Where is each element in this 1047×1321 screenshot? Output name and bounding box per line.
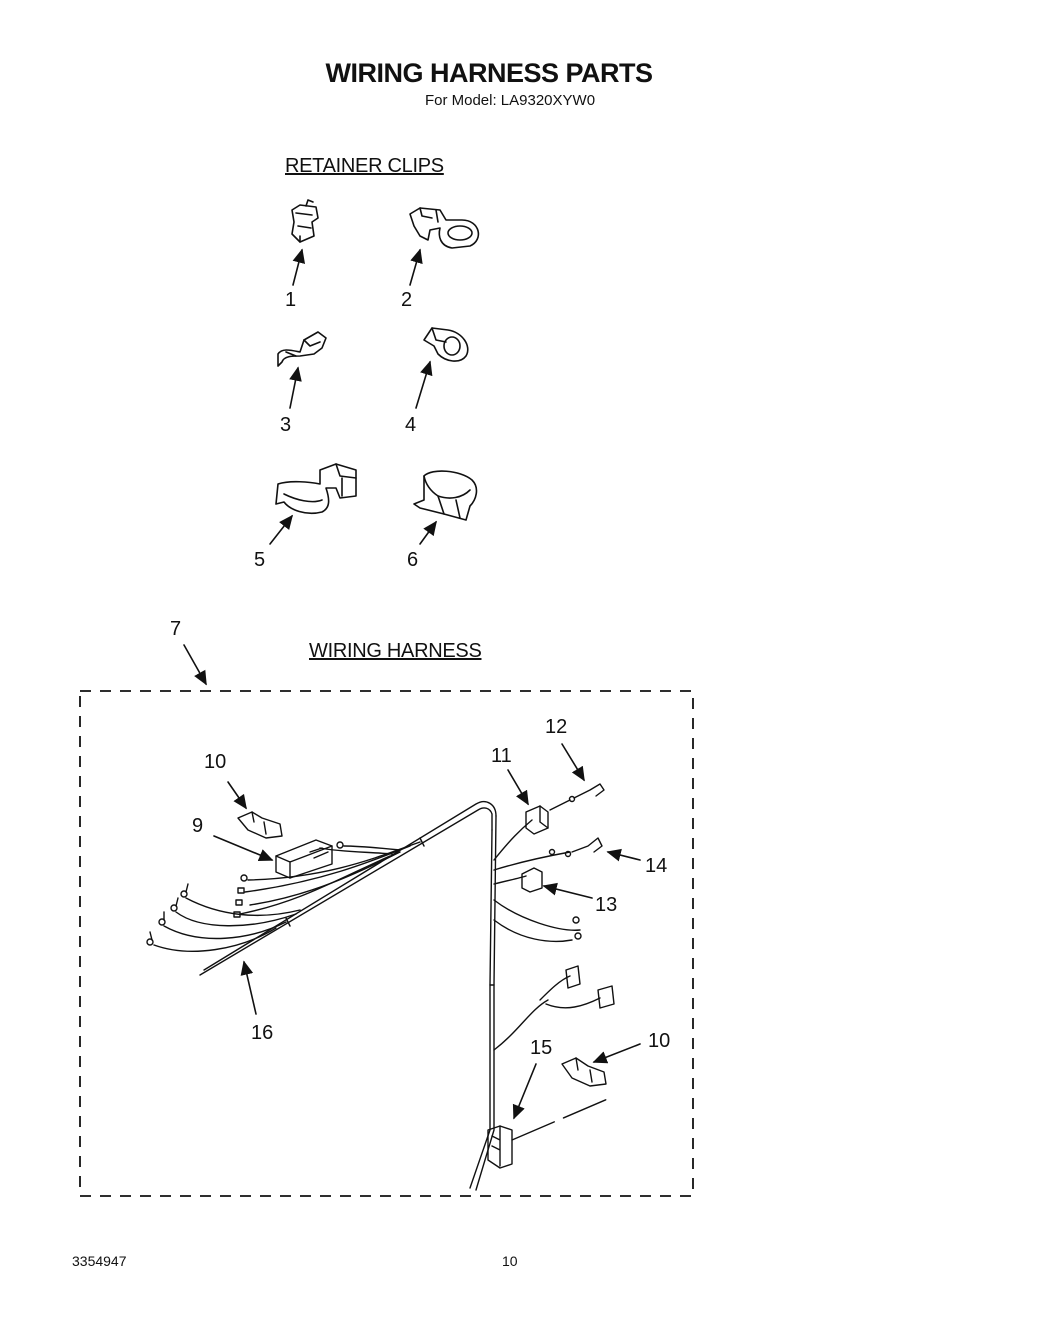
document-number: 3354947 (72, 1253, 127, 1269)
arrow-7 (184, 645, 206, 686)
callout-6: 6 (407, 549, 419, 571)
harness-dashed-border (80, 691, 693, 1196)
arrow-3 (290, 366, 302, 408)
arrow-1 (293, 248, 306, 285)
callout-11: 11 (491, 745, 512, 767)
callout-13: 13 (595, 894, 618, 916)
callout-3: 3 (280, 414, 292, 436)
callout-5: 5 (254, 549, 266, 571)
callout-1: 1 (285, 289, 297, 311)
arrow-5 (270, 514, 293, 544)
callout-9: 9 (192, 815, 204, 837)
callout-10-right: 10 (648, 1030, 671, 1052)
retainer-clip-2-drawing (410, 208, 478, 248)
page-title: WIRING HARNESS PARTS (325, 58, 653, 88)
retainer-clip-3-drawing (278, 332, 326, 366)
retainer-clips-heading: RETAINER CLIPS (285, 155, 444, 177)
arrow-2 (410, 248, 423, 285)
retainer-clip-1-drawing (292, 200, 318, 242)
wiring-harness-heading: WIRING HARNESS (309, 640, 482, 662)
arrow-10-right (592, 1044, 640, 1064)
wiring-harness-drawing (147, 784, 614, 1190)
callout-12: 12 (545, 716, 568, 738)
arrow-11 (508, 770, 529, 806)
page-number: 10 (502, 1253, 518, 1269)
arrow-10-left (228, 782, 247, 810)
model-subtitle: For Model: LA9320XYW0 (424, 92, 596, 109)
arrow-14 (606, 848, 640, 862)
retainer-clip-6-drawing (414, 471, 476, 520)
arrow-4 (416, 360, 433, 408)
callout-10-left: 10 (204, 751, 227, 773)
retainer-clip-5-drawing (276, 464, 356, 513)
callout-14: 14 (645, 855, 668, 877)
callout-16: 16 (251, 1022, 274, 1044)
arrow-13 (542, 882, 592, 898)
callout-7: 7 (170, 618, 182, 640)
arrow-12 (562, 744, 585, 782)
callout-15: 15 (530, 1037, 553, 1059)
arrow-15 (512, 1064, 536, 1120)
arrow-9 (214, 836, 274, 862)
callout-2: 2 (401, 289, 413, 311)
arrow-16 (240, 960, 256, 1014)
arrow-6 (420, 520, 437, 544)
retainer-clip-4-drawing (424, 328, 468, 361)
callout-4: 4 (405, 414, 417, 436)
